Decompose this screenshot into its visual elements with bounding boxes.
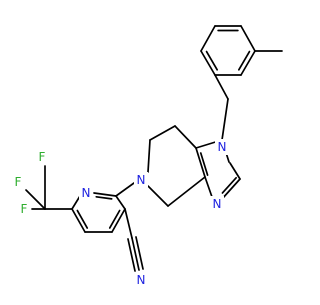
molecule-structure: N N N N N F F F	[12, 25, 283, 288]
n-imidazole-3-bg	[210, 196, 224, 212]
atom-f1: F	[15, 175, 22, 189]
bond-c6p-c5p-inner	[76, 209, 89, 229]
bond-n5-c2p	[115, 182, 135, 197]
bond-tolyl-n1	[214, 74, 229, 100]
atom-labels-group: N N N N N F F F	[12, 139, 229, 288]
bond-n5-c4	[147, 185, 169, 207]
bond-c2-n3-inner	[221, 176, 237, 194]
bond-c7a-c3a-inner	[199, 152, 209, 176]
bond-c7-c6	[149, 125, 176, 141]
bond-cn-triple-c	[135, 236, 144, 270]
atom-n-pyridine: N	[82, 186, 91, 200]
bond-c7a-c7	[174, 125, 197, 149]
f3-bg	[18, 201, 30, 217]
bond-tol-4	[200, 25, 216, 52]
n-pyridine-bg	[79, 185, 93, 201]
bond-c4p-c3p	[111, 208, 126, 233]
bond-c6p-c5p	[71, 208, 86, 233]
bond-c-n1	[221, 98, 229, 141]
bonds-group	[25, 25, 283, 272]
bond-c2-n3	[221, 178, 241, 200]
bond-n1p-c6p	[71, 195, 81, 210]
bond-c3p-cn	[124, 208, 133, 239]
bond-tol-1-inner	[237, 50, 251, 71]
f1-bg	[12, 174, 24, 190]
bond-cn-triple-b	[127, 238, 136, 272]
n-piperidine-bg	[134, 172, 148, 188]
atom-n-piperidine: N	[137, 173, 146, 187]
bond-tol-5-inner	[205, 50, 219, 71]
n-imidazole-1-bg	[215, 139, 229, 155]
bond-c4p-c3p-inner	[108, 209, 121, 229]
bond-c3p-c2p	[115, 195, 126, 210]
bond-c7a-c3a	[195, 147, 206, 178]
atom-n-nitrile: N	[137, 273, 146, 287]
bond-tol-5	[200, 50, 216, 76]
f2-bg	[36, 149, 48, 165]
bond-c2p-n1p-inner	[95, 195, 113, 200]
atom-f3: F	[21, 202, 28, 216]
atom-f2: F	[39, 150, 46, 164]
bond-tol-2	[240, 25, 256, 52]
bond-c2-n1-b	[229, 162, 241, 180]
bond-c4-c3a	[167, 176, 206, 207]
bond-cf3-f1	[25, 189, 46, 210]
n-nitrile-bg	[134, 272, 148, 288]
bond-c3a-n3	[204, 176, 213, 198]
molecule-canvas: N N N N N F F F	[12, 25, 283, 288]
atom-n-imidazole-3: N	[213, 197, 222, 211]
bond-c2p-n1p	[93, 192, 117, 197]
bond-tol-1	[240, 50, 256, 76]
bond-cn-triple-a	[131, 237, 140, 271]
atom-n-imidazole-1: N	[218, 140, 227, 154]
bond-c6-n5	[147, 139, 151, 173]
